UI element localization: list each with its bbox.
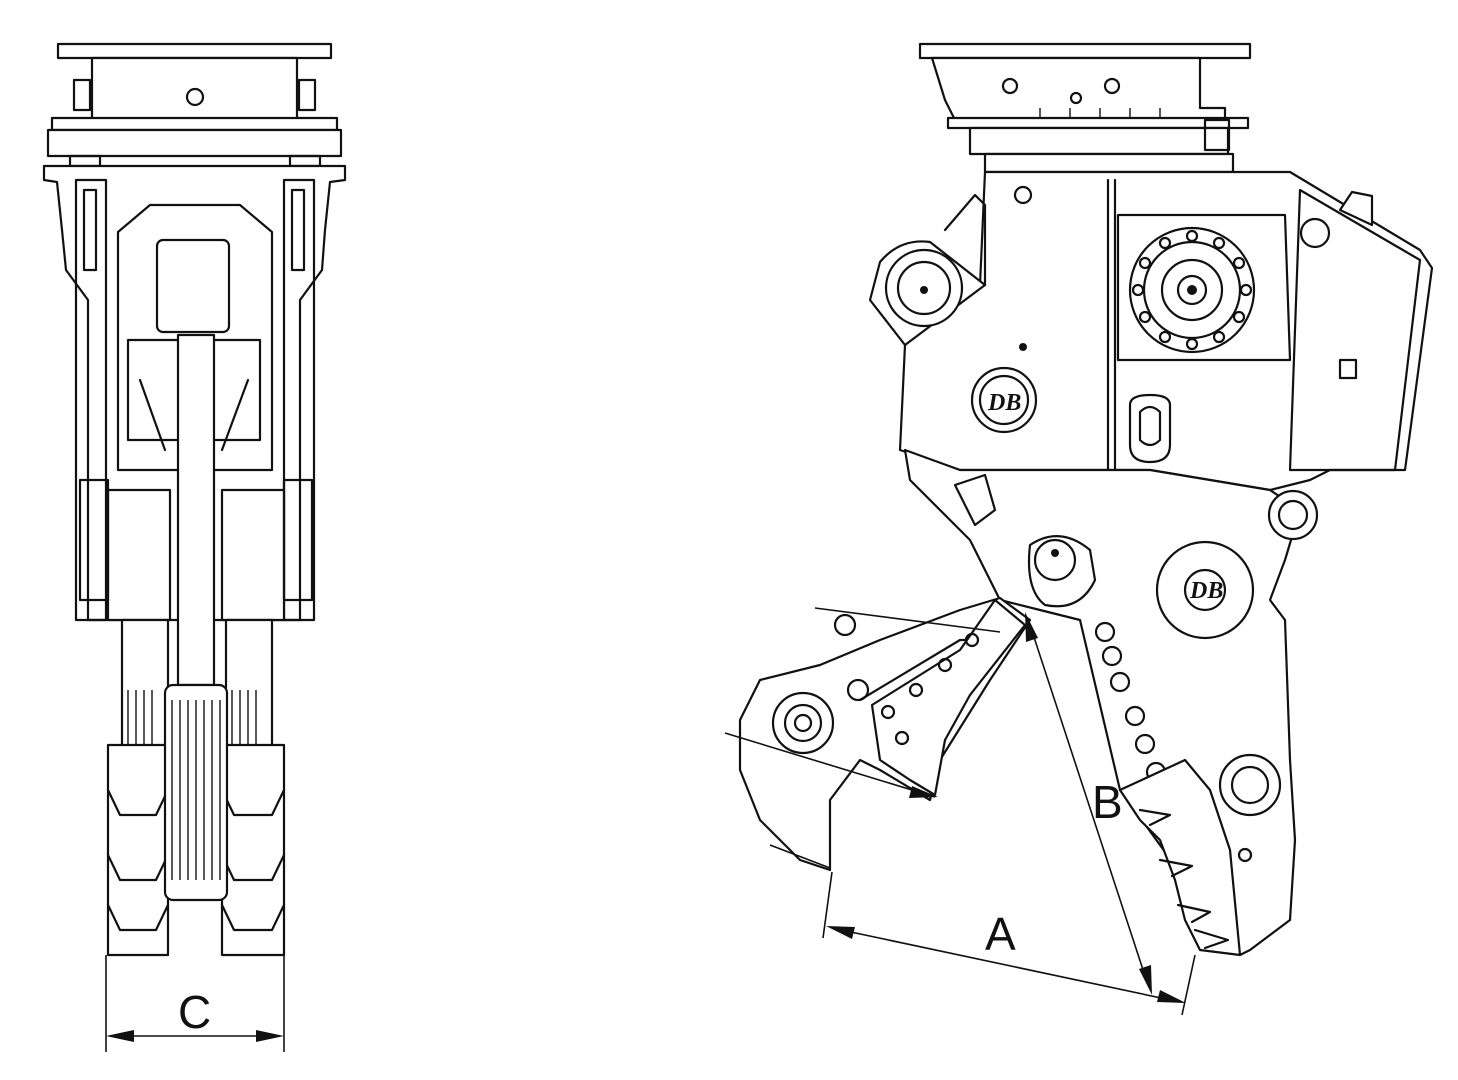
dimension-a: A bbox=[822, 871, 1196, 1016]
front-top-plate bbox=[56, 42, 333, 60]
front-left-teeth bbox=[106, 743, 170, 957]
front-right-pivot bbox=[220, 488, 286, 622]
dimension-b: B bbox=[1025, 612, 1152, 995]
side-logo-text: DB bbox=[987, 390, 1021, 416]
dimension-b-label: B bbox=[1092, 776, 1123, 828]
front-piston-rod bbox=[176, 333, 216, 687]
front-flange bbox=[46, 128, 343, 158]
front-left-pivot bbox=[106, 488, 172, 622]
dimension-c-label: C bbox=[178, 986, 211, 1038]
side-blade-insert bbox=[870, 598, 1027, 797]
side-jaw-hinge bbox=[771, 691, 835, 755]
side-fixed-teeth bbox=[1118, 758, 1242, 957]
side-cylinder-pin bbox=[1027, 535, 1097, 608]
jaw-reference-line bbox=[814, 607, 1001, 633]
side-rotator bbox=[930, 56, 1227, 122]
side-jaw-bolts bbox=[1094, 621, 1167, 783]
front-cylinder bbox=[155, 238, 231, 334]
side-view: DB DB bbox=[738, 42, 1434, 957]
side-motor-bolts bbox=[1131, 229, 1253, 351]
front-rotator-bolt bbox=[185, 87, 205, 107]
side-pivot-pin bbox=[1155, 540, 1255, 640]
side-top-plate bbox=[918, 42, 1252, 60]
side-flange bbox=[968, 126, 1230, 156]
dimension-c: C bbox=[105, 955, 285, 1052]
side-blade-bolts bbox=[880, 632, 980, 746]
side-jaw-pin bbox=[1218, 753, 1282, 817]
front-view bbox=[42, 42, 347, 957]
side-pivot-logo: DB bbox=[1189, 578, 1223, 604]
side-lifting-eye bbox=[1128, 393, 1172, 464]
jaw-travel-line bbox=[724, 732, 936, 798]
side-logo-ring bbox=[970, 366, 1038, 434]
dimension-a-label: A bbox=[985, 908, 1016, 960]
